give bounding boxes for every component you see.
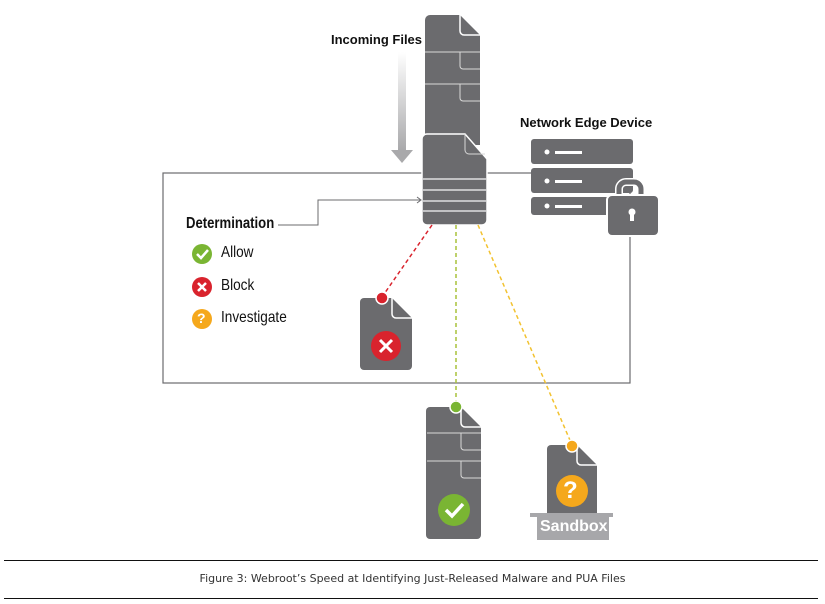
question-mark-icon: ?: [563, 477, 578, 504]
allow-legend-icon: [192, 244, 212, 264]
block-legend-icon: [192, 277, 212, 297]
sandbox-label: Sandbox: [540, 518, 608, 535]
incoming-files-label: Incoming Files: [331, 32, 423, 47]
investigate-path: [477, 224, 573, 446]
investigate-legend-icon: [192, 309, 212, 329]
legend-block-label: Block: [221, 277, 255, 294]
network-boundary: [162, 172, 631, 384]
block-path: [381, 224, 433, 298]
figure-caption: Figure 3: Webroot’s Speed at Identifying…: [199, 572, 626, 585]
incoming-file-stack: [421, 15, 488, 226]
sandbox-tray: [530, 513, 613, 517]
determination-connector: [278, 199, 420, 226]
determination-title: Determination: [186, 215, 275, 232]
allowed-file-stack: [426, 400, 481, 539]
sandbox-file: [530, 439, 613, 540]
blocked-file: [360, 291, 412, 370]
question-mark-small-icon: ?: [197, 310, 206, 326]
network-edge-device-label: Network Edge Device: [520, 115, 653, 130]
caption-bottom-rule: [4, 598, 818, 599]
incoming-arrow-icon: [391, 52, 413, 163]
caption-top-rule: [4, 560, 818, 561]
legend-investigate-label: Investigate: [221, 309, 287, 326]
legend-allow-label: Allow: [221, 244, 254, 261]
lock-icon: [606, 178, 660, 237]
